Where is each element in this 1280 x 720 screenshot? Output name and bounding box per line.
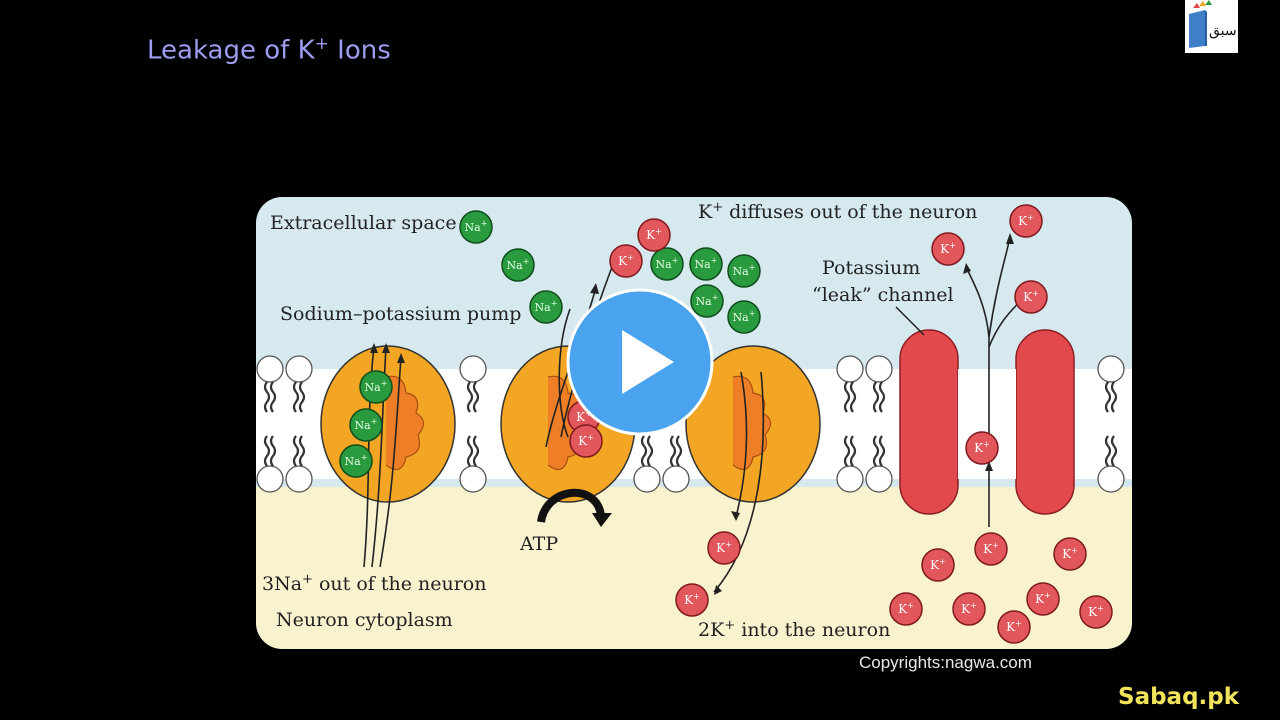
phospholipid-head bbox=[865, 355, 893, 383]
phospholipid-head bbox=[836, 355, 864, 383]
potassium-ion: K+ bbox=[889, 592, 923, 626]
phospholipid-head bbox=[865, 465, 893, 493]
sodium-ion: Na+ bbox=[727, 254, 761, 288]
ions: Na+ Na+ Na+ Na+ Na+ Na+ Na+ Na+ Na+ Na+ Na+ K+ K+ K+ K… bbox=[339, 204, 1113, 644]
svg-text:K+: K+ bbox=[684, 592, 700, 607]
potassium-ion: K+ bbox=[609, 244, 643, 278]
cytoplasm-region bbox=[256, 487, 1132, 649]
sodium-ion: Na+ bbox=[459, 210, 493, 244]
potassium-ion: K+ bbox=[569, 424, 603, 458]
phospholipid-head bbox=[285, 465, 313, 493]
na-out-label: 3Na+ out of the neuron bbox=[262, 572, 487, 595]
logo-text: سبق bbox=[1209, 23, 1237, 39]
sodium-ion: Na+ bbox=[650, 247, 684, 281]
leak-label-pointer bbox=[895, 306, 925, 336]
leak-label-line2: “leak” channel bbox=[812, 284, 954, 306]
svg-text:K+: K+ bbox=[983, 541, 999, 556]
svg-text:K+: K+ bbox=[898, 601, 914, 616]
potassium-ion: K+ bbox=[931, 232, 965, 266]
svg-text:Na+: Na+ bbox=[696, 293, 719, 308]
potassium-ion: K+ bbox=[965, 431, 999, 465]
phospholipid-head bbox=[633, 465, 661, 493]
svg-text:K+: K+ bbox=[1035, 591, 1051, 606]
phospholipid-head bbox=[836, 465, 864, 493]
sodium-ion: Na+ bbox=[690, 284, 724, 318]
svg-text:K+: K+ bbox=[1006, 619, 1022, 634]
svg-text:K+: K+ bbox=[974, 440, 990, 455]
svg-text:K+: K+ bbox=[1088, 604, 1104, 619]
potassium-ion: K+ bbox=[1053, 537, 1087, 571]
sodium-ion: Na+ bbox=[339, 444, 373, 478]
book-logo-icon: سبق bbox=[1185, 0, 1238, 53]
sabaq-logo: سبق bbox=[1185, 0, 1238, 53]
svg-text:K+: K+ bbox=[930, 557, 946, 572]
svg-text:K+: K+ bbox=[1023, 289, 1039, 304]
potassium-ion: K+ bbox=[1026, 582, 1060, 616]
potassium-ion: K+ bbox=[1009, 204, 1043, 238]
svg-text:Na+: Na+ bbox=[355, 417, 378, 432]
potassium-ion: K+ bbox=[952, 592, 986, 626]
svg-text:Na+: Na+ bbox=[535, 299, 558, 314]
brand-watermark: Sabaq.pk bbox=[1118, 684, 1240, 710]
sodium-ion: Na+ bbox=[349, 408, 383, 442]
svg-text:K+: K+ bbox=[1018, 213, 1034, 228]
pump-label: Sodium–potassium pump bbox=[280, 303, 521, 325]
phospholipid-head bbox=[459, 465, 487, 493]
potassium-ion: K+ bbox=[974, 532, 1008, 566]
extracellular-label: Extracellular space bbox=[270, 212, 457, 234]
slide-title: Leakage of K+ Ions bbox=[147, 34, 391, 66]
sodium-ion: Na+ bbox=[359, 370, 393, 404]
svg-text:K+: K+ bbox=[618, 253, 634, 268]
sodium-ion: Na+ bbox=[529, 290, 563, 324]
svg-text:K+: K+ bbox=[940, 241, 956, 256]
svg-text:K+: K+ bbox=[716, 540, 732, 555]
potassium-leak-channel bbox=[899, 329, 1075, 515]
svg-text:Na+: Na+ bbox=[465, 219, 488, 234]
phospholipid-head bbox=[285, 355, 313, 383]
svg-text:K+: K+ bbox=[578, 433, 594, 448]
svg-text:Na+: Na+ bbox=[733, 263, 756, 278]
phospholipid-head bbox=[1097, 355, 1125, 383]
svg-text:K+: K+ bbox=[646, 227, 662, 242]
phospholipid-head bbox=[459, 355, 487, 383]
sodium-ion: Na+ bbox=[727, 300, 761, 334]
diffuses-label: K+ diffuses out of the neuron bbox=[698, 200, 977, 223]
svg-text:K+: K+ bbox=[961, 601, 977, 616]
sodium-potassium-pump-1 bbox=[320, 345, 456, 503]
potassium-ion: K+ bbox=[1014, 280, 1048, 314]
play-icon[interactable] bbox=[566, 288, 714, 436]
atp-label: ATP bbox=[519, 533, 558, 555]
atp-hydrolysis-arrow bbox=[537, 488, 612, 527]
leak-label-line1: Potassium bbox=[822, 257, 920, 279]
svg-text:K+: K+ bbox=[1062, 546, 1078, 561]
cytoplasm-label: Neuron cytoplasm bbox=[276, 609, 453, 631]
sodium-potassium-pump-3 bbox=[685, 345, 821, 503]
phospholipid-head bbox=[1097, 465, 1125, 493]
sodium-ion: Na+ bbox=[501, 248, 535, 282]
potassium-ion: K+ bbox=[1079, 595, 1113, 629]
potassium-ion: K+ bbox=[997, 610, 1031, 644]
copyright-text: Copyrights:nagwa.com bbox=[859, 653, 1032, 672]
potassium-ion: K+ bbox=[921, 548, 955, 582]
svg-text:Na+: Na+ bbox=[507, 257, 530, 272]
phospholipid-head bbox=[256, 465, 284, 493]
svg-text:Na+: Na+ bbox=[656, 256, 679, 271]
potassium-ion: K+ bbox=[707, 531, 741, 565]
play-button[interactable] bbox=[566, 288, 714, 436]
sodium-ion: Na+ bbox=[689, 247, 723, 281]
arrowheads bbox=[370, 233, 1026, 595]
potassium-ion: K+ bbox=[675, 583, 709, 617]
k-in-label: 2K+ into the neuron bbox=[698, 618, 890, 641]
svg-text:Na+: Na+ bbox=[695, 256, 718, 271]
potassium-ion: K+ bbox=[637, 218, 671, 252]
svg-text:Na+: Na+ bbox=[733, 309, 756, 324]
svg-text:Na+: Na+ bbox=[365, 379, 388, 394]
phospholipid-head bbox=[256, 355, 284, 383]
phospholipid-head bbox=[662, 465, 690, 493]
svg-text:Na+: Na+ bbox=[345, 453, 368, 468]
